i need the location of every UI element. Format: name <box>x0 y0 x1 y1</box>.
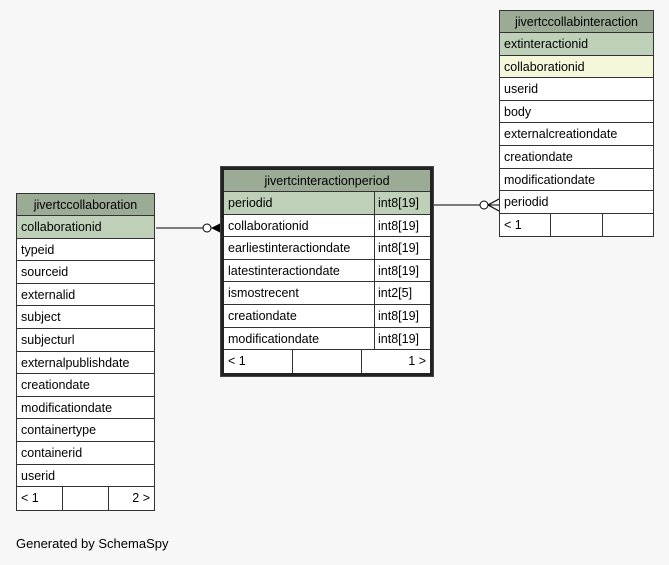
footer-parents-count[interactable]: < 1 <box>228 354 246 369</box>
column-row-creationdate[interactable]: creationdate int8[19] <box>224 304 430 328</box>
column-row-periodid[interactable]: periodid <box>500 191 653 214</box>
column-row-typeid[interactable]: typeid <box>17 239 154 262</box>
table-jivertccollabinteraction[interactable]: jivertccollabinteraction extinteractioni… <box>499 10 654 238</box>
column-row-userid[interactable]: userid <box>17 465 154 488</box>
column-name: collaborationid <box>17 216 154 238</box>
column-name: userid <box>21 468 56 483</box>
column-type: int8[19] <box>374 259 430 282</box>
footer-spacer <box>62 487 108 510</box>
footer-spacer <box>550 213 601 237</box>
column-type: int8[19] <box>374 237 430 259</box>
column-name: extinteractionid <box>500 33 653 55</box>
column-name: creationdate <box>21 378 90 393</box>
column-type: int8[19] <box>374 327 430 350</box>
column-type: int8[19] <box>374 214 430 237</box>
table-title[interactable]: jivertcinteractionperiod <box>224 170 430 192</box>
footer-spacer <box>292 350 361 373</box>
footer-parents-count[interactable]: < 1 <box>21 491 39 506</box>
column-name: containerid <box>21 445 83 460</box>
column-row-modificationdate[interactable]: modificationdate int8[19] <box>224 327 430 351</box>
relation-collaboration-to-interactionperiod <box>156 223 222 233</box>
table-footer: < 1 <box>500 213 653 237</box>
column-row-sourceid[interactable]: sourceid <box>17 261 154 284</box>
column-name: body <box>504 104 532 119</box>
column-name: modificationdate <box>21 400 113 415</box>
footer-children-count[interactable] <box>601 213 653 237</box>
footer-children-count[interactable]: 1 > <box>361 350 430 373</box>
column-list: collaborationid typeid sourceid externalid s… <box>17 216 154 510</box>
column-row-externalid[interactable]: externalid <box>17 284 154 307</box>
column-name: subjecturl <box>21 332 75 347</box>
column-name: externalpublishdate <box>21 355 130 370</box>
column-name: typeid <box>21 242 55 257</box>
column-row-collaborationid[interactable]: collaborationid <box>17 216 154 239</box>
column-name: subject <box>21 310 61 325</box>
column-name: periodid <box>224 192 374 214</box>
column-row-collaborationid[interactable]: collaborationid <box>500 55 653 79</box>
table-title[interactable]: jivertccollaboration <box>17 194 154 216</box>
column-row-containerid[interactable]: containerid <box>17 442 154 465</box>
column-row-externalcreationdate[interactable]: externalcreationdate <box>500 123 653 146</box>
column-name: collaborationid <box>500 55 653 78</box>
column-name: collaborationid <box>228 218 309 233</box>
table-footer: < 1 1 > <box>224 350 430 373</box>
column-name: earliestinteractiondate <box>228 241 351 256</box>
column-name: externalid <box>21 287 76 302</box>
column-name: sourceid <box>21 265 69 280</box>
column-name: periodid <box>504 195 549 210</box>
column-row-modificationdate[interactable]: modificationdate <box>500 169 653 192</box>
column-row-collaborationid[interactable]: collaborationid int8[19] <box>224 214 430 238</box>
column-name: userid <box>504 82 539 97</box>
column-row-creationdate[interactable]: creationdate <box>17 374 154 397</box>
column-name: creationdate <box>228 308 297 323</box>
table-jivertccollaboration[interactable]: jivertccollaboration collaborationid type… <box>16 193 155 511</box>
column-type: int8[19] <box>374 304 430 327</box>
column-row-subjecturl[interactable]: subjecturl <box>17 329 154 352</box>
column-row-latestinteractiondate[interactable]: latestinteractiondate int8[19] <box>224 259 430 283</box>
column-name: creationdate <box>504 149 573 164</box>
generated-by-note: Generated by SchemaSpy <box>16 536 169 551</box>
column-type: int2[5] <box>374 282 430 304</box>
footer-parents-count[interactable]: < 1 <box>504 217 522 232</box>
column-row-userid[interactable]: userid <box>500 78 653 101</box>
column-row-ismostrecent[interactable]: ismostrecent int2[5] <box>224 282 430 305</box>
column-row-subject[interactable]: subject <box>17 306 154 329</box>
column-name: modificationdate <box>228 331 320 346</box>
column-row-externalpublishdate[interactable]: externalpublishdate <box>17 352 154 375</box>
column-row-extinteractionid[interactable]: extinteractionid <box>500 33 653 56</box>
column-name: containertype <box>21 423 97 438</box>
column-row-modificationdate[interactable]: modificationdate <box>17 397 154 420</box>
column-row-earliestinteractiondate[interactable]: earliestinteractiondate int8[19] <box>224 237 430 260</box>
column-name: modificationdate <box>504 172 596 187</box>
column-name: latestinteractiondate <box>228 263 340 278</box>
column-row-creationdate[interactable]: creationdate <box>500 146 653 169</box>
table-title[interactable]: jivertccollabinteraction <box>500 11 653 33</box>
column-type: int8[19] <box>374 192 430 214</box>
column-name: externalcreationdate <box>504 127 618 142</box>
column-row-body[interactable]: body <box>500 101 653 124</box>
column-name: ismostrecent <box>228 286 299 301</box>
column-row-containertype[interactable]: containertype <box>17 419 154 442</box>
footer-children-count[interactable]: 2 > <box>108 487 154 510</box>
relation-interactionperiod-to-collabinteraction <box>433 198 500 212</box>
table-footer: < 1 2 > <box>17 487 154 510</box>
